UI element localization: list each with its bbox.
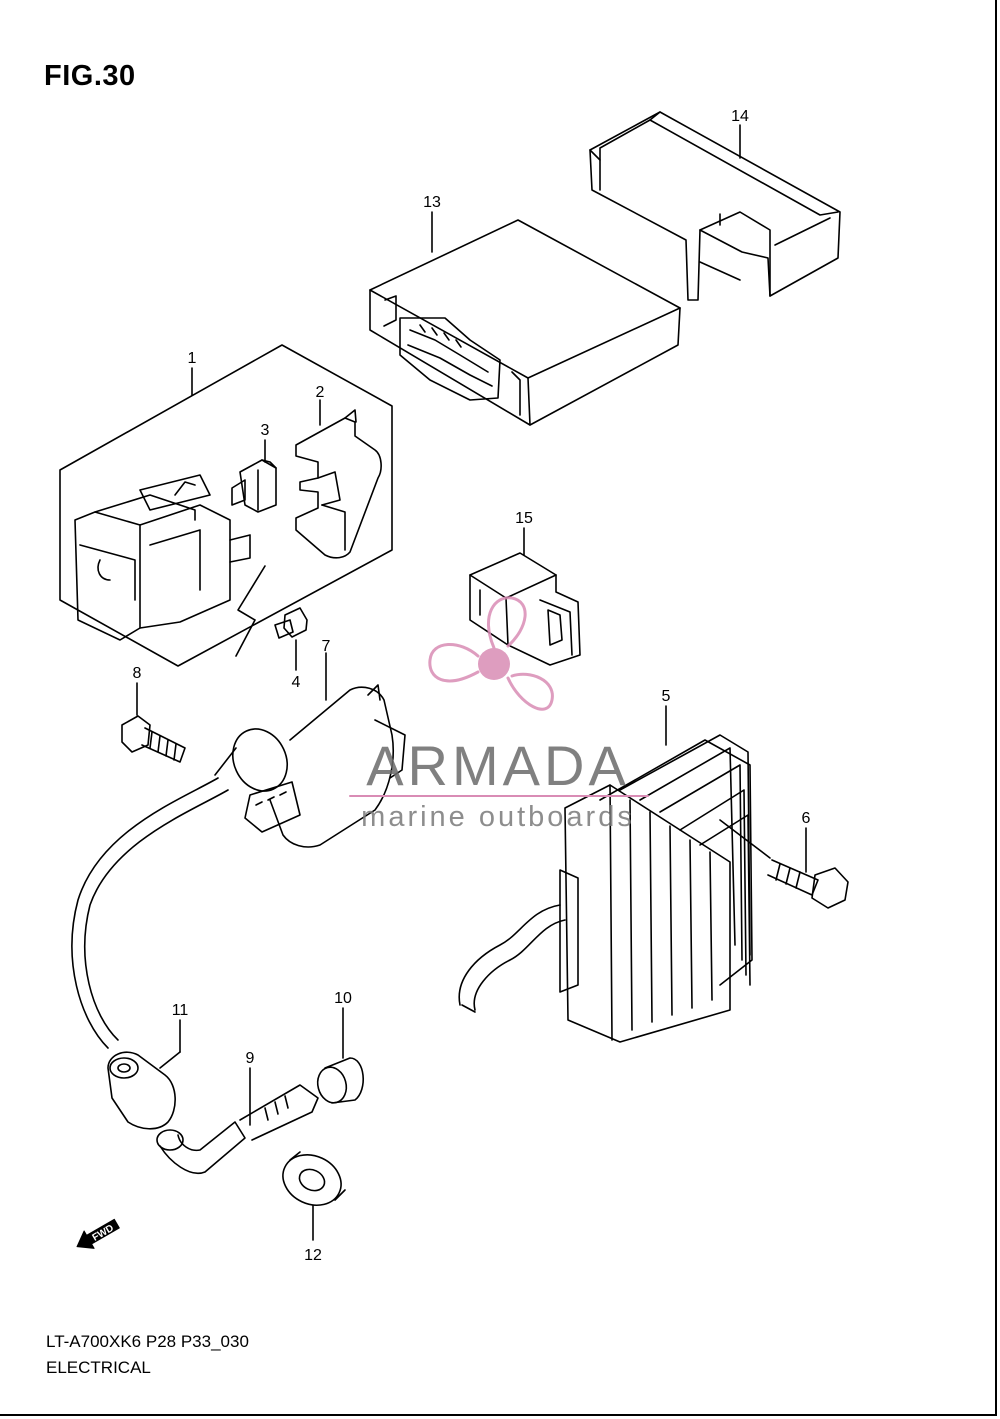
callout-9: 9 bbox=[246, 1050, 255, 1067]
callout-8: 8 bbox=[133, 665, 142, 682]
callout-10: 10 bbox=[334, 990, 352, 1007]
part-3-fuse bbox=[231, 459, 277, 513]
callout-7: 7 bbox=[322, 638, 331, 655]
part-11-plug-cap bbox=[107, 1051, 176, 1130]
part-6-bolt bbox=[767, 859, 849, 909]
callout-15: 15 bbox=[515, 510, 533, 527]
part-7-ignition-coil bbox=[214, 684, 406, 848]
callout-5: 5 bbox=[662, 688, 671, 705]
section-name: ELECTRICAL bbox=[46, 1358, 151, 1377]
leader-6-link bbox=[719, 819, 771, 859]
callout-4: 4 bbox=[292, 674, 301, 691]
callout-12: 12 bbox=[304, 1247, 322, 1264]
part-13-ecm bbox=[369, 219, 681, 426]
callout-13: 13 bbox=[423, 194, 441, 211]
part-10-bushing bbox=[316, 1057, 364, 1104]
part-8-bolt bbox=[121, 715, 186, 763]
part-2-relay-cover bbox=[295, 409, 382, 559]
part-14-ecm-holder bbox=[589, 111, 841, 301]
part-4-bolt bbox=[274, 607, 308, 639]
part-12-seal bbox=[282, 1151, 346, 1206]
part-9-spark-plug bbox=[156, 1084, 319, 1175]
watermark-name: ARMADA bbox=[366, 734, 630, 797]
callout-3: 3 bbox=[261, 422, 270, 439]
high-tension-lead bbox=[71, 777, 219, 1049]
watermark-logo-icon bbox=[428, 596, 554, 711]
watermark-tagline: marine outboards bbox=[361, 801, 635, 833]
fwd-arrow-icon: FWD bbox=[76, 1218, 120, 1249]
callout-6: 6 bbox=[802, 810, 811, 827]
callout-1: 1 bbox=[188, 350, 197, 367]
callout-11: 11 bbox=[172, 1002, 189, 1019]
callout-14: 14 bbox=[731, 108, 749, 125]
figure-title: FIG.30 bbox=[44, 60, 136, 92]
fwd-label: FWD bbox=[91, 1223, 116, 1244]
leader-11b bbox=[159, 1051, 181, 1069]
part-1-relay-assembly bbox=[59, 344, 393, 667]
callout-2: 2 bbox=[316, 384, 325, 401]
part-5-regulator bbox=[458, 734, 753, 1043]
high-tension-lead-outline bbox=[84, 789, 229, 1041]
model-code: LT-A700XK6 P28 P33_030 bbox=[46, 1332, 249, 1351]
